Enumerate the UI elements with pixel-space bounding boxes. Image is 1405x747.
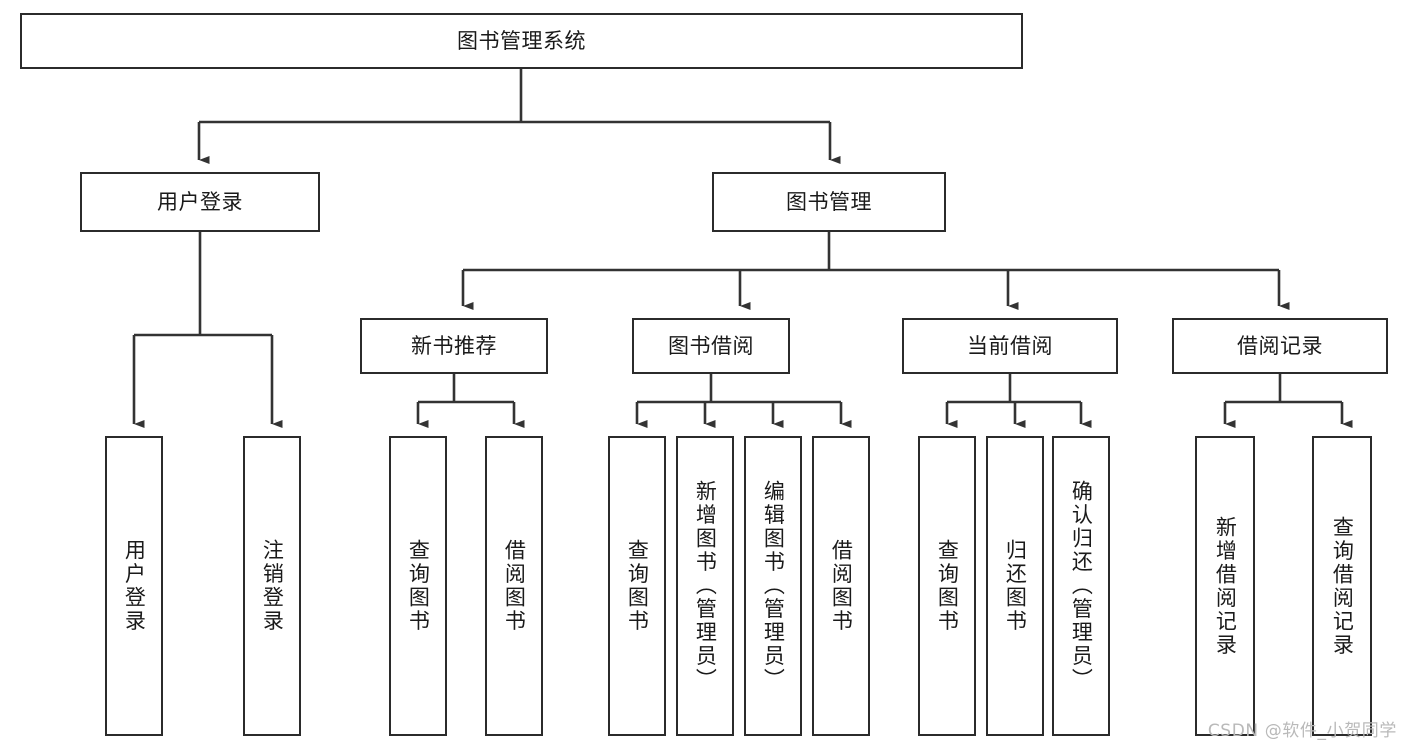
node-leaf-query-book-rec-label: 查询图书 — [406, 539, 431, 633]
node-book-manage[interactable]: 图书管理 — [712, 172, 946, 232]
node-leaf-borrow-book-rec[interactable]: 借阅图书 — [485, 436, 543, 736]
node-leaf-add-record[interactable]: 新增借阅记录 — [1195, 436, 1255, 736]
node-leaf-return-book[interactable]: 归还图书 — [986, 436, 1044, 736]
node-book-manage-label: 图书管理 — [786, 189, 872, 214]
csdn-watermark: CSDN @软件_小贺同学 — [1207, 721, 1397, 741]
node-leaf-confirm-return-label: 确认归还（管理员） — [1069, 480, 1094, 692]
node-leaf-query-record-label: 查询借阅记录 — [1330, 515, 1355, 657]
node-leaf-add-record-label: 新增借阅记录 — [1213, 515, 1238, 657]
node-leaf-query-book-cur[interactable]: 查询图书 — [918, 436, 976, 736]
node-leaf-confirm-return[interactable]: 确认归还（管理员） — [1052, 436, 1110, 736]
node-leaf-query-book-borrow[interactable]: 查询图书 — [608, 436, 666, 736]
edge-group-new-book-rec — [416, 374, 525, 428]
node-leaf-edit-book[interactable]: 编辑图书（管理员） — [744, 436, 802, 736]
node-new-book-rec-label: 新书推荐 — [411, 333, 497, 358]
node-leaf-user-login[interactable]: 用户登录 — [105, 436, 163, 736]
node-book-borrow-label: 图书借阅 — [668, 333, 754, 358]
node-user-login[interactable]: 用户登录 — [80, 172, 320, 232]
edge-group-book-borrow — [635, 374, 852, 428]
node-user-login-label: 用户登录 — [157, 189, 243, 214]
node-leaf-query-record[interactable]: 查询借阅记录 — [1312, 436, 1372, 736]
edge-group-current-borrow — [945, 374, 1092, 428]
node-leaf-borrow-book-rec-label: 借阅图书 — [502, 539, 527, 633]
edge-group-borrow-record — [1223, 374, 1353, 428]
node-leaf-user-logout-label: 注销登录 — [260, 539, 285, 633]
node-leaf-user-logout[interactable]: 注销登录 — [243, 436, 301, 736]
node-root-label: 图书管理系统 — [457, 28, 586, 53]
node-current-borrow-label: 当前借阅 — [967, 333, 1053, 358]
node-leaf-user-login-label: 用户登录 — [122, 539, 147, 633]
node-current-borrow[interactable]: 当前借阅 — [902, 318, 1118, 374]
node-leaf-query-book-borrow-label: 查询图书 — [625, 539, 650, 633]
node-borrow-record-label: 借阅记录 — [1237, 333, 1323, 358]
node-root[interactable]: 图书管理系统 — [20, 13, 1023, 69]
node-leaf-query-book-rec[interactable]: 查询图书 — [389, 436, 447, 736]
node-book-borrow[interactable]: 图书借阅 — [632, 318, 790, 374]
node-leaf-query-book-cur-label: 查询图书 — [935, 539, 960, 633]
node-leaf-borrow-book-label: 借阅图书 — [829, 539, 854, 633]
node-leaf-return-book-label: 归还图书 — [1003, 539, 1028, 633]
edge-group-root — [197, 69, 841, 164]
node-leaf-add-book[interactable]: 新增图书（管理员） — [676, 436, 734, 736]
node-new-book-rec[interactable]: 新书推荐 — [360, 318, 548, 374]
node-leaf-borrow-book[interactable]: 借阅图书 — [812, 436, 870, 736]
edge-group-book-manage — [461, 232, 1290, 310]
node-borrow-record[interactable]: 借阅记录 — [1172, 318, 1388, 374]
edge-group-user-login — [132, 232, 283, 428]
node-leaf-add-book-label: 新增图书（管理员） — [693, 480, 718, 692]
node-leaf-edit-book-label: 编辑图书（管理员） — [761, 480, 786, 692]
